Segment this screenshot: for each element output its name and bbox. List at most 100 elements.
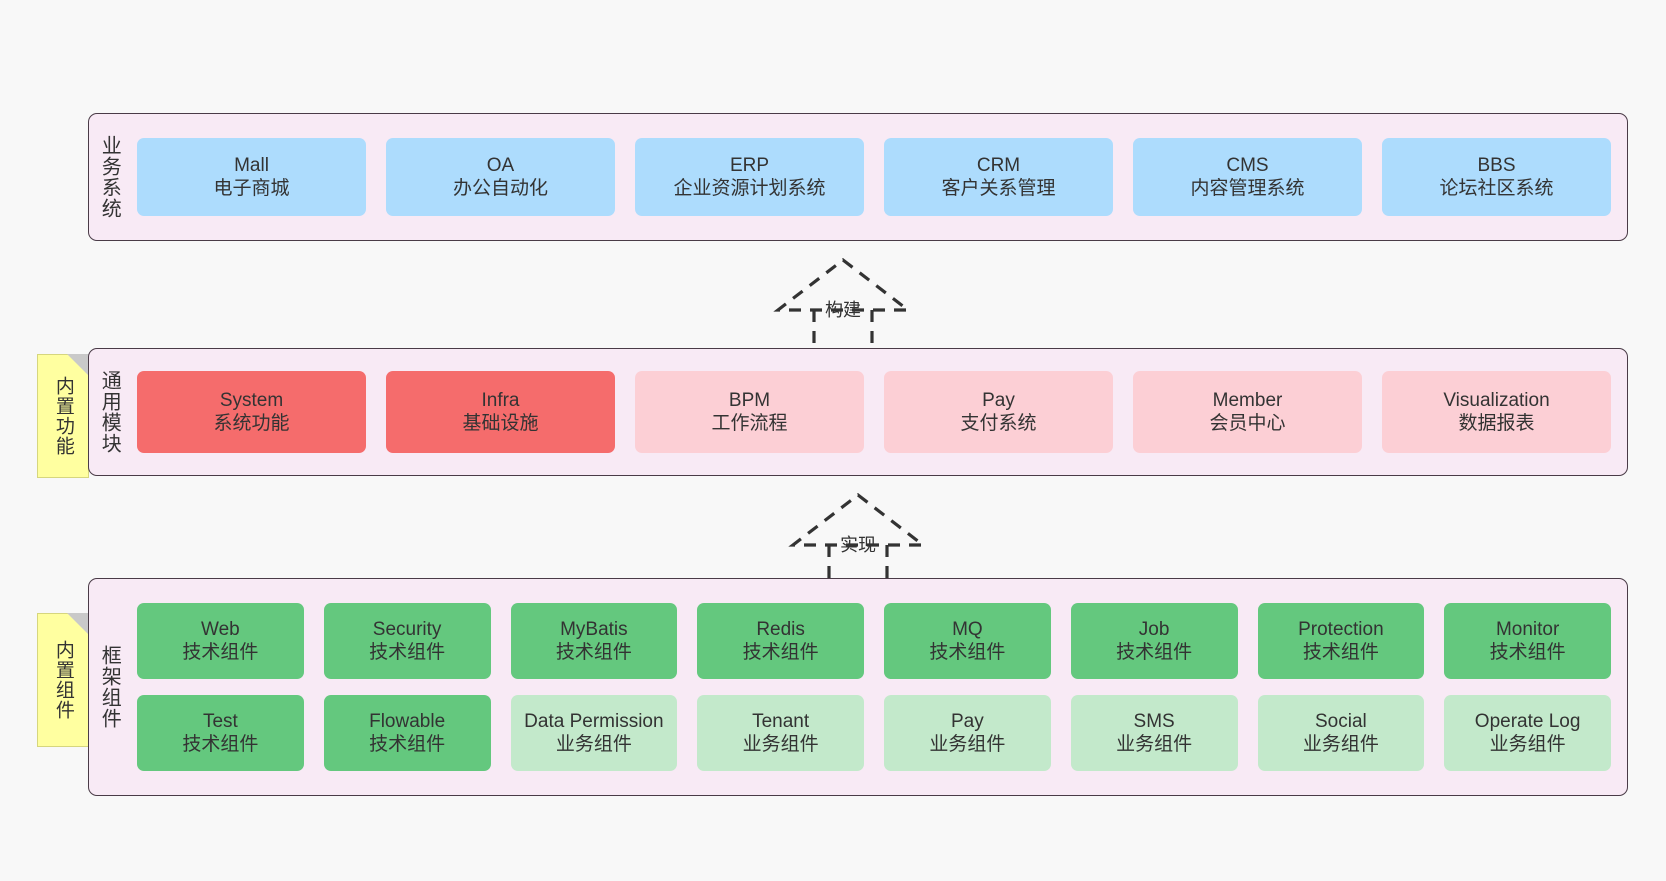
node-pay-component-desc: 业务组件 bbox=[929, 734, 1006, 755]
node-system-desc: 系统功能 bbox=[213, 413, 290, 434]
connector-build: 构建 bbox=[763, 257, 923, 358]
node-security-desc: 技术组件 bbox=[369, 642, 446, 663]
node-security-name: Security bbox=[372, 618, 442, 640]
node-operate-log-name: Operate Log bbox=[1474, 710, 1581, 732]
node-tenant[interactable]: Tenant 业务组件 bbox=[697, 695, 864, 771]
node-job[interactable]: Job 技术组件 bbox=[1070, 603, 1238, 679]
node-cms[interactable]: CMS 内容管理系统 bbox=[1133, 138, 1362, 216]
layer-body-business-system: Mall 电子商城 OA 办公自动化 ERP 企业资源计划系统 CRM 客户关系… bbox=[129, 114, 1627, 240]
node-crm-name: CRM bbox=[976, 154, 1021, 176]
node-test[interactable]: Test 技术组件 bbox=[137, 695, 304, 771]
node-sms-desc: 业务组件 bbox=[1116, 734, 1193, 755]
node-oa-name: OA bbox=[486, 154, 515, 176]
node-test-name: Test bbox=[202, 710, 238, 732]
node-erp[interactable]: ERP 企业资源计划系统 bbox=[635, 138, 864, 216]
layer-body-framework-component: Web 技术组件 Security 技术组件 MyBatis 技术组件 Redi… bbox=[129, 579, 1627, 795]
node-web-desc: 技术组件 bbox=[182, 642, 259, 663]
layer-title-common-module: 通用模块 bbox=[98, 370, 121, 454]
node-visualization-desc: 数据报表 bbox=[1458, 413, 1535, 434]
node-member-name: Member bbox=[1212, 389, 1283, 411]
node-mybatis[interactable]: MyBatis 技术组件 bbox=[510, 603, 678, 679]
node-web-name: Web bbox=[201, 618, 240, 640]
node-mq-name: MQ bbox=[952, 618, 983, 640]
layer-common-module: 通用模块 System 系统功能 Infra 基础设施 BPM 工作流程 Pay bbox=[88, 348, 1628, 476]
node-mall[interactable]: Mall 电子商城 bbox=[137, 138, 366, 216]
note-fold-corner-icon bbox=[67, 613, 89, 635]
node-infra-name: Infra bbox=[481, 389, 520, 411]
node-member[interactable]: Member 会员中心 bbox=[1133, 371, 1362, 453]
node-pay-component-name: Pay bbox=[951, 710, 984, 732]
business-row: Mall 电子商城 OA 办公自动化 ERP 企业资源计划系统 CRM 客户关系… bbox=[137, 138, 1611, 216]
node-pay-module-desc: 支付系统 bbox=[960, 413, 1037, 434]
layer-business-system: 业务系统 Mall 电子商城 OA 办公自动化 ERP 企业资源计划系统 CRM bbox=[88, 113, 1628, 241]
node-erp-desc: 企业资源计划系统 bbox=[673, 178, 826, 199]
node-monitor[interactable]: Monitor 技术组件 bbox=[1444, 603, 1611, 679]
layer-framework-component: 框架组件 Web 技术组件 Security 技术组件 MyBatis 技术组件… bbox=[88, 578, 1628, 796]
node-protection-name: Protection bbox=[1298, 618, 1384, 640]
node-system[interactable]: System 系统功能 bbox=[137, 371, 366, 453]
node-infra-desc: 基础设施 bbox=[462, 413, 539, 434]
build-arrowhead bbox=[773, 257, 913, 312]
note-builtin-function: 内置功能 bbox=[37, 354, 89, 478]
node-flowable-desc: 技术组件 bbox=[369, 734, 446, 755]
node-social-name: Social bbox=[1315, 710, 1367, 732]
node-mq-desc: 技术组件 bbox=[929, 642, 1006, 663]
layer-title-framework-component: 框架组件 bbox=[98, 645, 121, 729]
node-bpm-desc: 工作流程 bbox=[711, 413, 788, 434]
node-oa-desc: 办公自动化 bbox=[452, 178, 548, 199]
note-fold-corner-icon bbox=[67, 354, 89, 376]
build-shaft bbox=[812, 310, 874, 358]
node-tenant-name: Tenant bbox=[752, 710, 810, 732]
node-mybatis-name: MyBatis bbox=[560, 618, 628, 640]
node-pay-module[interactable]: Pay 支付系统 bbox=[884, 371, 1113, 453]
framework-tech-row: Web 技术组件 Security 技术组件 MyBatis 技术组件 Redi… bbox=[137, 603, 1611, 679]
node-monitor-name: Monitor bbox=[1495, 618, 1560, 640]
node-redis-name: Redis bbox=[756, 618, 805, 640]
node-job-name: Job bbox=[1138, 618, 1170, 640]
node-sms[interactable]: SMS 业务组件 bbox=[1070, 695, 1238, 771]
node-sms-name: SMS bbox=[1133, 710, 1175, 732]
node-data-permission-name: Data Permission bbox=[524, 710, 664, 732]
note-builtin-component-label: 内置组件 bbox=[52, 640, 74, 720]
node-bbs[interactable]: BBS 论坛社区系统 bbox=[1382, 138, 1611, 216]
node-flowable[interactable]: Flowable 技术组件 bbox=[323, 695, 491, 771]
node-member-desc: 会员中心 bbox=[1209, 413, 1286, 434]
node-data-permission[interactable]: Data Permission 业务组件 bbox=[510, 695, 678, 771]
node-mq[interactable]: MQ 技术组件 bbox=[884, 603, 1051, 679]
node-social[interactable]: Social 业务组件 bbox=[1257, 695, 1425, 771]
node-cms-desc: 内容管理系统 bbox=[1190, 178, 1305, 199]
node-visualization[interactable]: Visualization 数据报表 bbox=[1382, 371, 1611, 453]
node-visualization-name: Visualization bbox=[1443, 389, 1550, 411]
node-system-name: System bbox=[219, 389, 284, 411]
node-oa[interactable]: OA 办公自动化 bbox=[386, 138, 615, 216]
connector-implement: 实现 bbox=[778, 492, 938, 593]
node-redis-desc: 技术组件 bbox=[742, 642, 819, 663]
node-web[interactable]: Web 技术组件 bbox=[137, 603, 304, 679]
node-security[interactable]: Security 技术组件 bbox=[323, 603, 491, 679]
layer-title-business-system: 业务系统 bbox=[98, 135, 121, 219]
node-crm[interactable]: CRM 客户关系管理 bbox=[884, 138, 1113, 216]
node-cms-name: CMS bbox=[1226, 154, 1269, 176]
node-operate-log[interactable]: Operate Log 业务组件 bbox=[1444, 695, 1611, 771]
node-pay-module-name: Pay bbox=[982, 389, 1015, 411]
note-builtin-component: 内置组件 bbox=[37, 613, 89, 747]
node-job-desc: 技术组件 bbox=[1116, 642, 1193, 663]
note-builtin-function-label: 内置功能 bbox=[52, 376, 74, 456]
node-bpm-name: BPM bbox=[728, 389, 771, 411]
node-infra[interactable]: Infra 基础设施 bbox=[386, 371, 615, 453]
node-mall-desc: 电子商城 bbox=[213, 178, 290, 199]
node-monitor-desc: 技术组件 bbox=[1489, 642, 1566, 663]
connector-implement-label: 实现 bbox=[840, 535, 876, 555]
node-tenant-desc: 业务组件 bbox=[742, 734, 819, 755]
node-pay-component[interactable]: Pay 业务组件 bbox=[884, 695, 1051, 771]
node-redis[interactable]: Redis 技术组件 bbox=[697, 603, 864, 679]
node-flowable-name: Flowable bbox=[369, 710, 446, 732]
node-bpm[interactable]: BPM 工作流程 bbox=[635, 371, 864, 453]
node-social-desc: 业务组件 bbox=[1302, 734, 1379, 755]
node-test-desc: 技术组件 bbox=[182, 734, 259, 755]
node-bbs-desc: 论坛社区系统 bbox=[1439, 178, 1554, 199]
framework-biz-row: Test 技术组件 Flowable 技术组件 Data Permission … bbox=[137, 695, 1611, 771]
node-protection-desc: 技术组件 bbox=[1302, 642, 1379, 663]
node-protection[interactable]: Protection 技术组件 bbox=[1257, 603, 1425, 679]
